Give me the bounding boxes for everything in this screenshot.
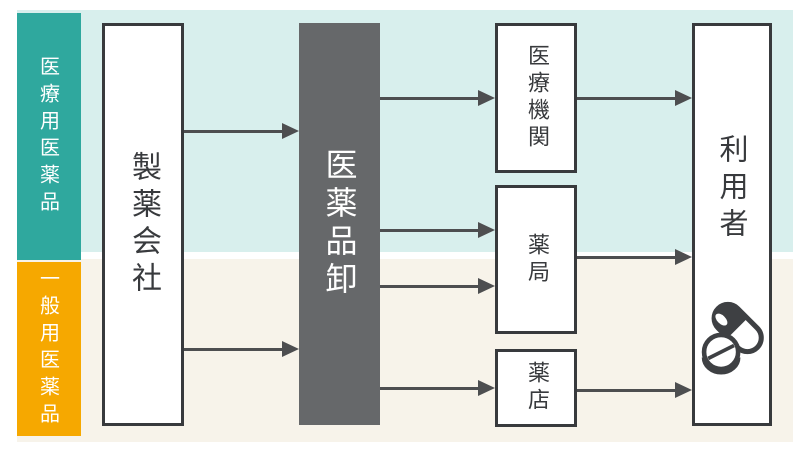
pharmacy-label: 薬局 <box>524 232 549 287</box>
arrow-pharmacy-to-user <box>577 249 692 265</box>
arrowhead-icon <box>478 278 495 294</box>
arrow-medical-to-user <box>577 90 692 106</box>
drugstore-label: 薬店 <box>524 361 549 415</box>
prescription-drug-label: 医療用医薬品 <box>36 55 61 218</box>
arrowhead-icon <box>675 90 692 106</box>
arrowhead-icon <box>478 380 495 396</box>
arrow-maker-to-wholesaler-rx <box>184 123 299 139</box>
arrowhead-icon <box>282 341 299 357</box>
arrow-shaft <box>380 284 481 288</box>
arrow-shaft <box>577 388 678 392</box>
node-user: 利用者 <box>692 23 772 426</box>
arrow-wholesaler-to-pharmacy-otc <box>380 278 495 294</box>
wholesaler-label: 医薬品卸 <box>320 148 359 300</box>
arrow-shaft <box>380 386 481 390</box>
arrow-maker-to-wholesaler-otc <box>184 341 299 357</box>
arrow-shaft <box>577 255 678 259</box>
pharma-maker-label: 製薬会社 <box>126 150 161 299</box>
node-drugstore: 薬店 <box>495 349 577 427</box>
arrow-shaft <box>380 96 481 100</box>
arrow-drugstore-to-user <box>577 382 692 398</box>
arrowhead-icon <box>282 123 299 139</box>
arrow-shaft <box>184 347 285 351</box>
pills-icon <box>701 301 764 375</box>
arrow-shaft <box>184 129 285 133</box>
user-label: 利用者 <box>715 134 749 245</box>
arrowhead-icon <box>675 382 692 398</box>
medical-institution-label: 医療機関 <box>524 44 549 152</box>
otc-drug-label: 一般用医薬品 <box>36 268 61 430</box>
arrowhead-icon <box>675 249 692 265</box>
arrow-wholesaler-to-medical <box>380 90 495 106</box>
arrow-wholesaler-to-pharmacy-rx <box>380 222 495 238</box>
node-pharmacy: 薬局 <box>495 185 577 334</box>
node-wholesaler: 医薬品卸 <box>299 23 380 425</box>
arrow-wholesaler-to-drugstore <box>380 380 495 396</box>
node-pharma-maker: 製薬会社 <box>102 23 184 426</box>
node-medical-institution: 医療機関 <box>495 23 577 173</box>
arrowhead-icon <box>478 90 495 106</box>
prescription-drug-band: 医療用医薬品 <box>17 13 81 260</box>
arrowhead-icon <box>478 222 495 238</box>
otc-drug-band: 一般用医薬品 <box>17 262 81 436</box>
arrow-shaft <box>577 96 678 100</box>
arrow-shaft <box>380 228 481 232</box>
